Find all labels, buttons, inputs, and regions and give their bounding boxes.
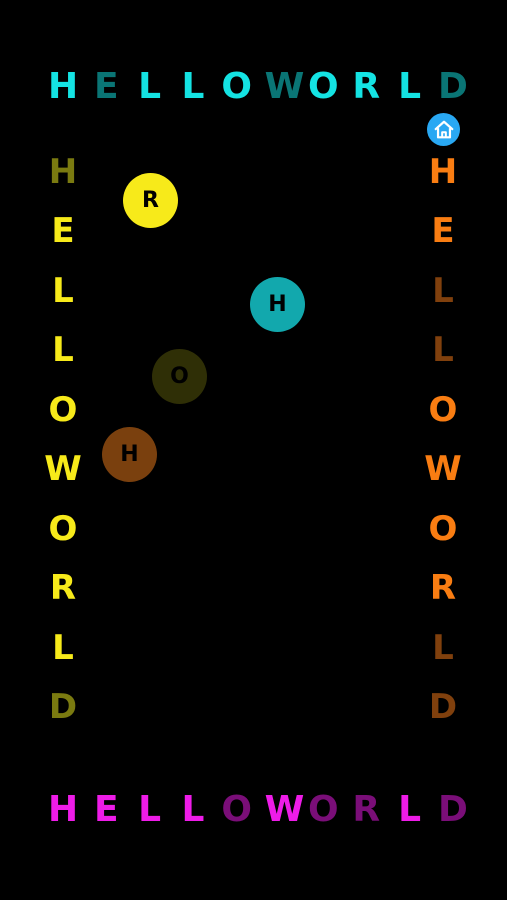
left-column-letter: H <box>48 152 78 192</box>
top-row-letter: O <box>307 66 339 107</box>
right-column-letter: L <box>432 627 454 668</box>
bottom-row-letter: H <box>48 789 79 830</box>
top-row-letter: H <box>48 66 79 107</box>
letter-ball[interactable]: H <box>250 277 305 332</box>
home-icon <box>434 120 453 138</box>
left-column-letter: D <box>48 686 78 727</box>
top-row-letter: L <box>398 66 422 107</box>
right-column-letter: O <box>428 508 458 549</box>
right-column-letter: L <box>432 330 454 371</box>
ball-letter: R <box>142 188 159 213</box>
top-row-letter: E <box>94 66 119 107</box>
right-column-letter: H <box>428 152 458 192</box>
left-column-letter: W <box>44 449 82 490</box>
bottom-row-letter: L <box>181 789 205 830</box>
left-column-letter: O <box>48 389 78 430</box>
bottom-row-letter: O <box>307 789 339 830</box>
bottom-row-letter: D <box>438 789 468 830</box>
top-row-letter: D <box>438 66 468 107</box>
right-column-letter: O <box>428 389 458 430</box>
bottom-row-letter: O <box>221 789 252 830</box>
top-row-letter: O <box>221 66 252 107</box>
top-row-letter: L <box>181 66 205 107</box>
left-column-letter: L <box>52 270 74 311</box>
letter-ball[interactable]: O <box>152 349 207 404</box>
letter-ball[interactable]: R <box>123 173 178 228</box>
ball-letter: H <box>268 292 287 317</box>
bottom-row-letter: E <box>94 789 119 830</box>
right-column-letter: L <box>432 270 454 311</box>
right-column-letter: D <box>428 686 458 727</box>
top-row-letter: L <box>138 66 162 107</box>
top-row-letter: R <box>352 66 381 107</box>
bottom-row-letter: L <box>398 789 422 830</box>
left-column-letter: L <box>52 627 74 668</box>
left-column-letter: R <box>49 568 77 609</box>
left-column-letter: O <box>48 508 78 549</box>
bottom-row-letter: L <box>138 789 162 830</box>
home-button[interactable] <box>427 113 460 146</box>
ball-letter: H <box>120 442 139 467</box>
left-column-letter: E <box>51 211 75 252</box>
letter-ball[interactable]: H <box>102 427 157 482</box>
right-column-letter: E <box>431 211 455 252</box>
right-column-letter: W <box>424 449 462 490</box>
bottom-row-letter: W <box>264 789 305 830</box>
bottom-row-letter: R <box>352 789 381 830</box>
ball-letter: O <box>170 364 189 389</box>
left-column-letter: L <box>52 330 74 371</box>
top-row-letter: W <box>264 66 305 107</box>
right-column-letter: R <box>429 568 457 609</box>
